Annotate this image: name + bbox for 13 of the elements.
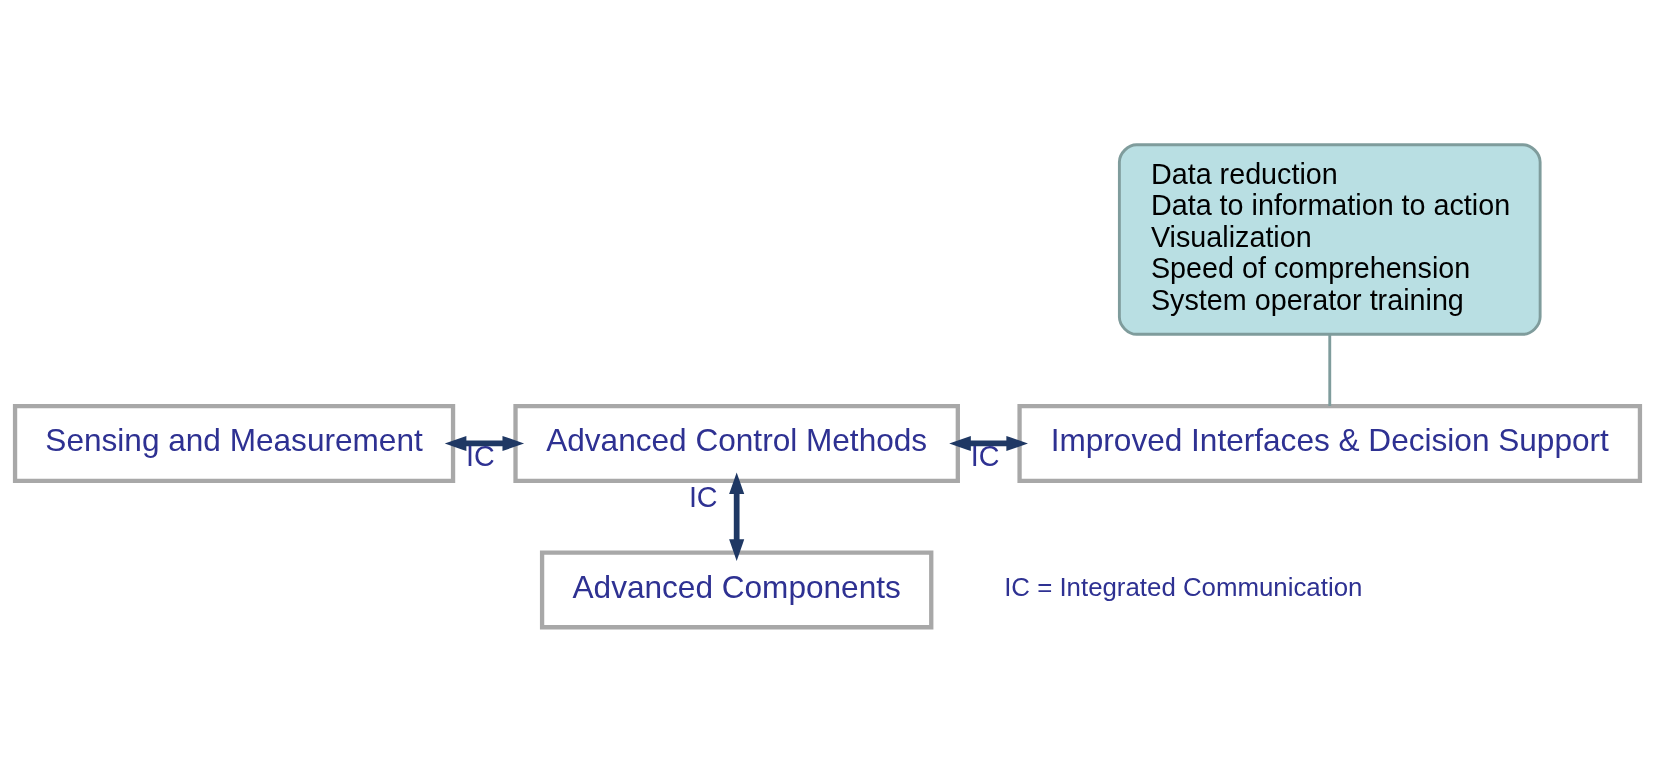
node-box: Data reduction Data to information to action Visualization Speed of comprehension System operator training <box>1117 143 1542 336</box>
edge-label: IC <box>970 440 1000 473</box>
connector <box>1328 334 1332 406</box>
node-box: Sensing and Measurement <box>12 403 456 483</box>
node-box: Advanced Control Methods <box>513 403 960 483</box>
arrow <box>729 472 745 561</box>
arrow <box>949 435 1028 451</box>
node-box: Advanced Components <box>539 550 934 630</box>
node-box: Improved Interfaces & Decision Support <box>1017 403 1643 483</box>
arrow <box>444 435 525 451</box>
edge-label: IC <box>466 440 495 473</box>
edge-label: IC <box>688 481 718 514</box>
label: IC = Integrated Communication <box>1004 573 1363 602</box>
